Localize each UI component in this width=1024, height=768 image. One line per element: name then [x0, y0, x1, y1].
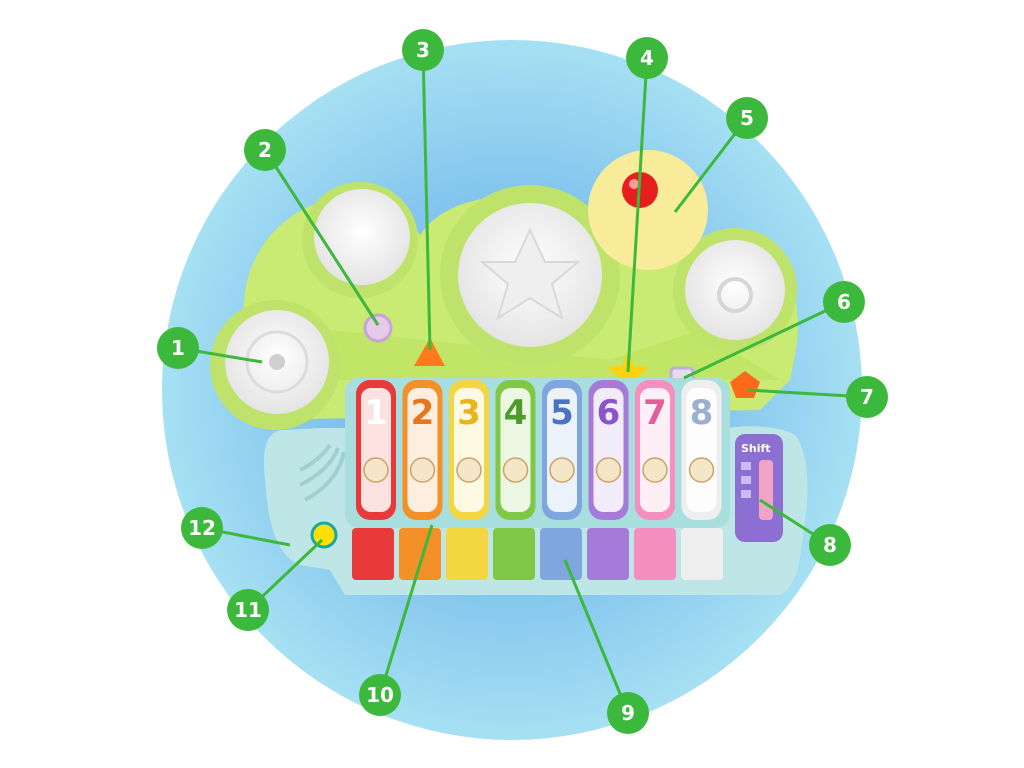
animal-icon	[409, 457, 436, 483]
animal-icon	[688, 457, 715, 483]
piano-keys	[352, 528, 723, 580]
speaker-grille	[299, 443, 346, 502]
piano-key[interactable]	[399, 528, 441, 580]
callout-label: 12	[188, 516, 216, 540]
power-button[interactable]	[310, 521, 338, 549]
piano-key[interactable]	[352, 528, 394, 580]
piano-key[interactable]	[681, 528, 723, 580]
bar-number: 3	[457, 393, 481, 433]
callout-6: 6	[683, 281, 865, 380]
animal-icon	[456, 457, 482, 483]
piano-key[interactable]	[446, 528, 488, 580]
piano-key[interactable]	[540, 528, 582, 580]
callout-label: 10	[366, 683, 394, 707]
animal-icon	[595, 457, 622, 483]
animal-icon	[642, 457, 668, 483]
callout-3: 3	[402, 29, 444, 351]
xylophone-bar[interactable]: 1	[356, 380, 396, 520]
star-icon	[479, 227, 581, 321]
callout-10: 10	[359, 524, 434, 716]
piano-key[interactable]	[634, 528, 676, 580]
bar-number: 5	[550, 393, 574, 433]
xylophone-bar[interactable]: 6	[588, 380, 629, 520]
callout-label: 5	[740, 106, 754, 130]
button-purple[interactable]	[363, 313, 393, 343]
bar-number: 6	[597, 393, 621, 433]
light-dome[interactable]	[588, 150, 708, 270]
xylophone-bar[interactable]: 5	[542, 380, 582, 520]
callout-9: 9	[563, 559, 649, 734]
callout-2: 2	[244, 129, 380, 326]
bar-number: 4	[504, 393, 528, 433]
bar-number: 2	[411, 393, 435, 433]
callout-label: 11	[234, 598, 262, 622]
callout-8: 8	[759, 498, 851, 566]
animal-icon	[502, 457, 529, 483]
animal-icon	[549, 457, 575, 483]
callout-label: 2	[258, 138, 272, 162]
button-triangle[interactable]	[414, 338, 445, 366]
callout-11: 11	[227, 538, 324, 631]
xylophone-bar[interactable]: 3	[449, 380, 489, 520]
callout-5: 5	[673, 97, 768, 213]
callout-12: 12	[181, 507, 291, 549]
xylophone-bar[interactable]: 4	[495, 380, 536, 520]
callout-label: 8	[823, 533, 837, 557]
callout-1: 1	[157, 327, 263, 369]
callout-label: 7	[860, 385, 874, 409]
xylophone-bar[interactable]: 7	[635, 380, 675, 520]
shift-label: Shift	[741, 442, 771, 455]
drum-top-left[interactable]	[314, 189, 410, 285]
bar-number: 7	[643, 393, 667, 433]
callout-7: 7	[747, 376, 888, 418]
xylophone-bar[interactable]: 8	[681, 380, 722, 520]
piano-key[interactable]	[493, 528, 535, 580]
bar-number: 8	[690, 393, 714, 433]
callout-label: 1	[171, 336, 185, 360]
callout-label: 4	[640, 46, 654, 70]
xylophone-bar[interactable]: 2	[402, 380, 443, 520]
callout-label: 9	[621, 701, 635, 725]
piano-key[interactable]	[587, 528, 629, 580]
drum-right[interactable]	[685, 240, 785, 340]
callout-label: 6	[837, 290, 851, 314]
callout-4: 4	[626, 37, 668, 373]
animal-icon	[363, 457, 389, 483]
callout-label: 3	[416, 38, 430, 62]
drum-body	[210, 150, 798, 430]
bar-number: 1	[364, 393, 388, 433]
